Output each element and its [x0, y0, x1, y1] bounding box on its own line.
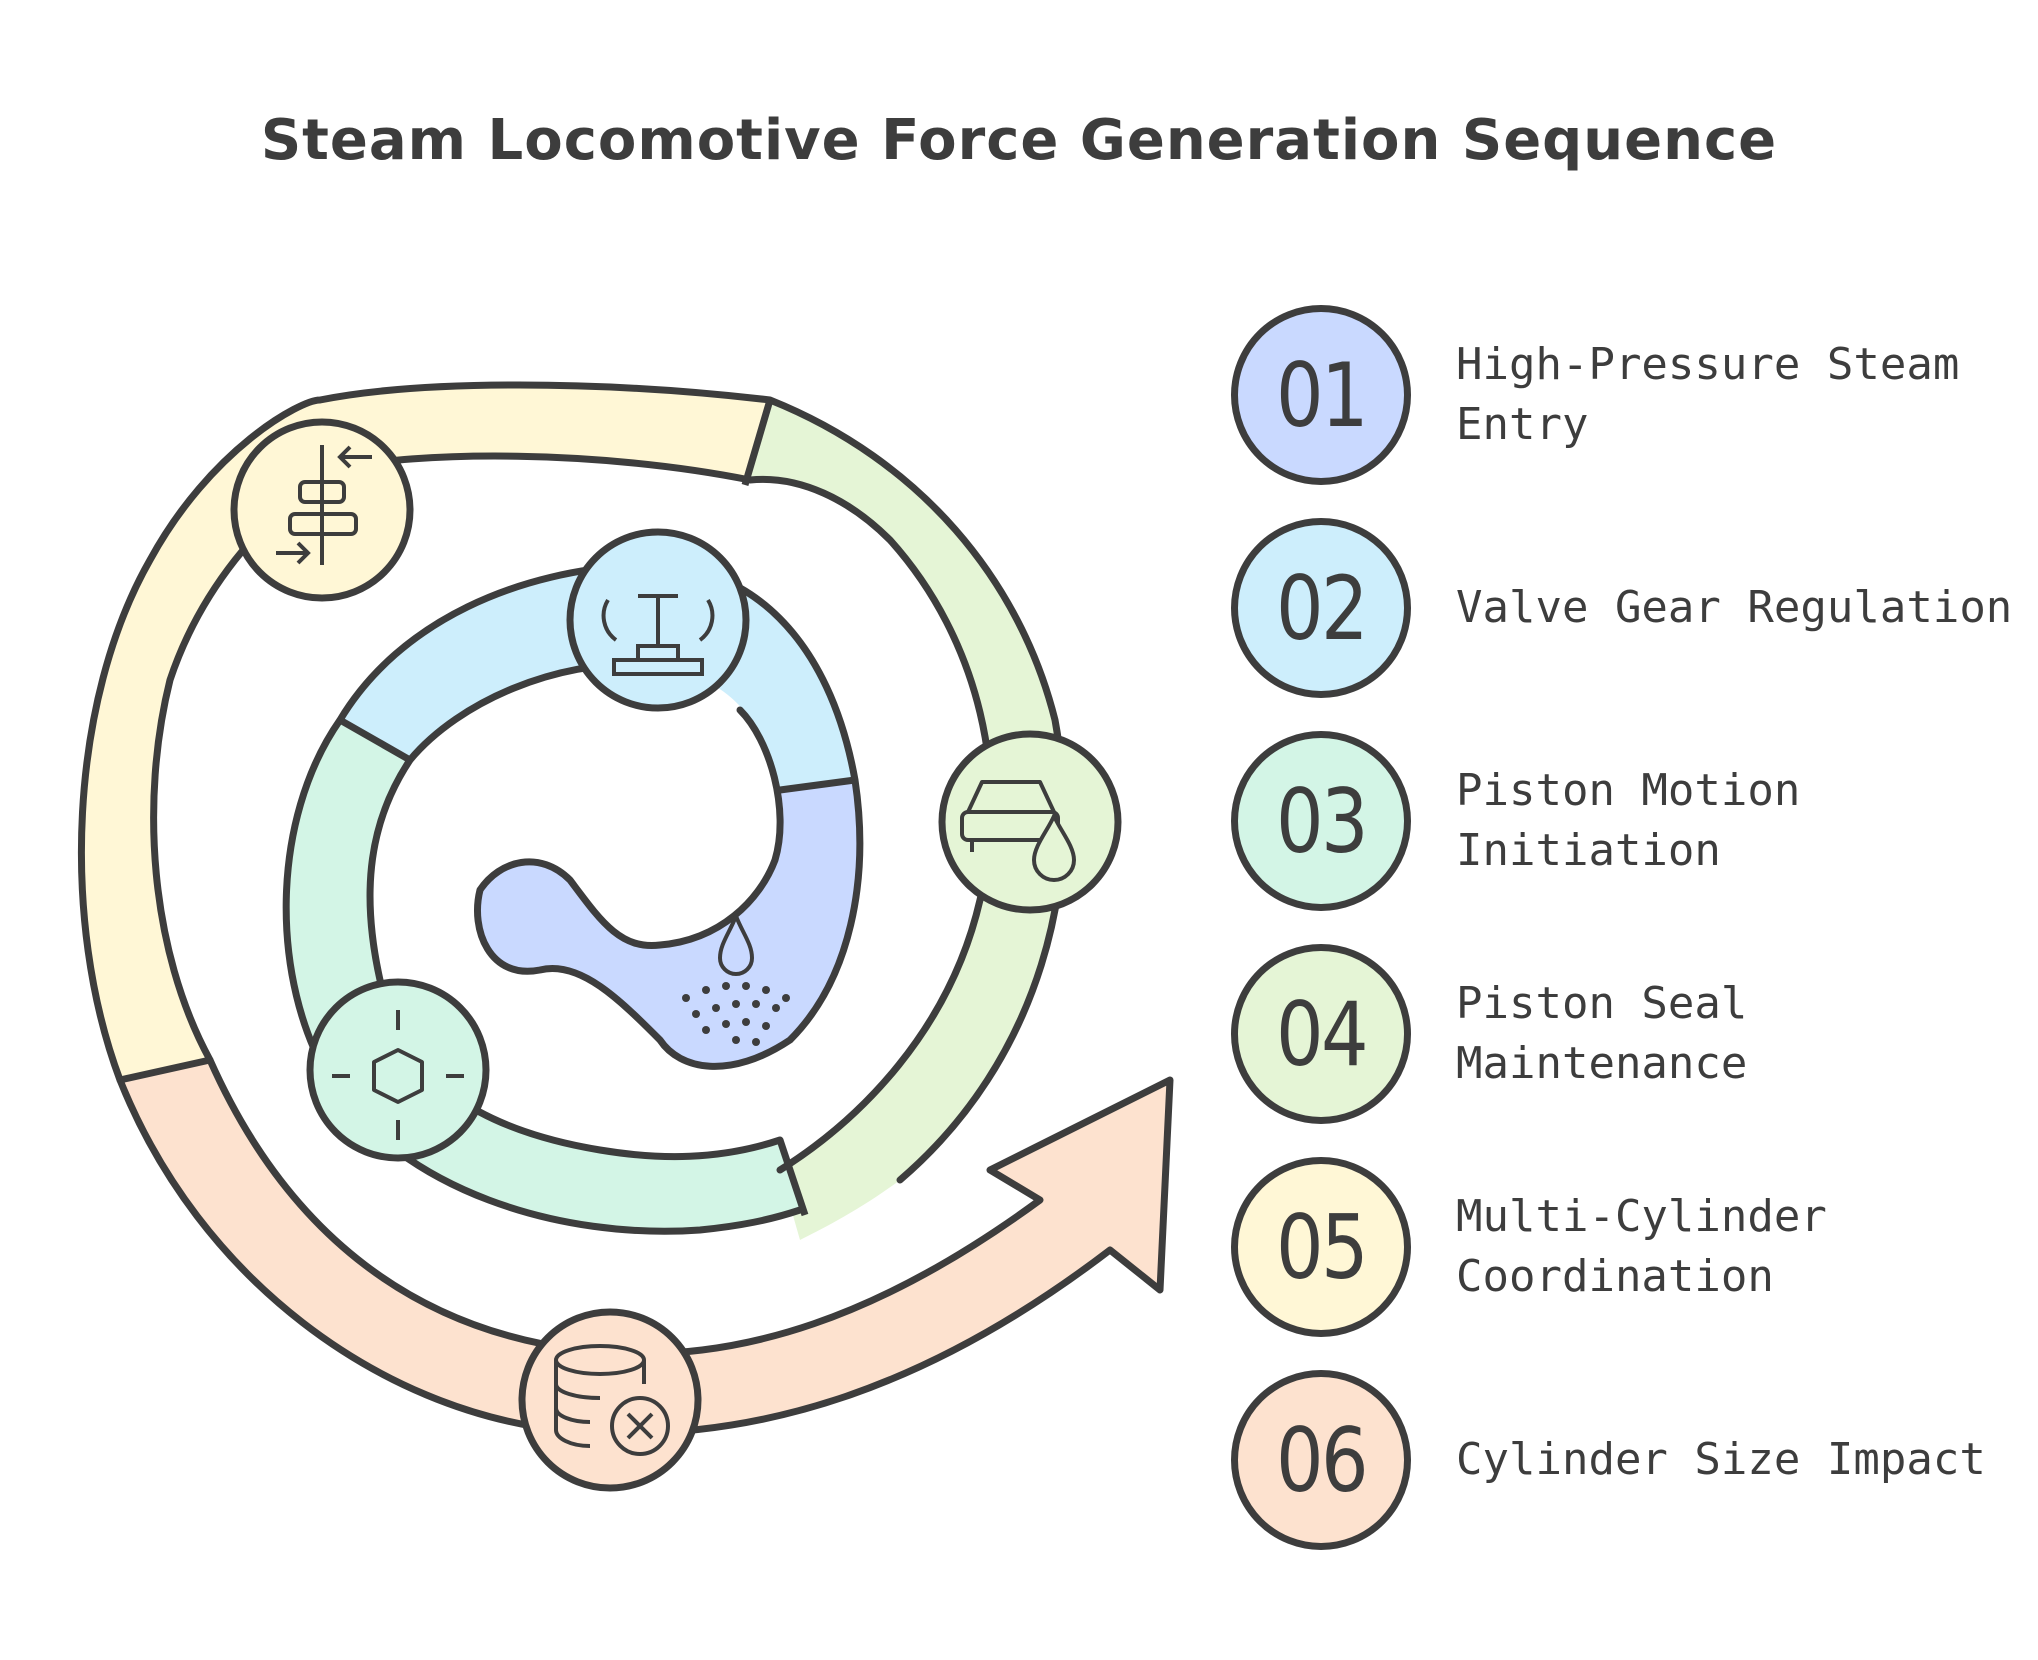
page-title: Steam Locomotive Force Generation Sequen…	[260, 108, 1778, 173]
divider-04-03	[776, 1138, 809, 1217]
divider-05-04	[741, 399, 774, 486]
step-label-03: Piston Motion Initiation	[1456, 765, 1801, 876]
step-label-02: Valve Gear Regulation	[1456, 582, 2013, 633]
spiral-outline-inner-b	[366, 661, 784, 1161]
step-item-03: 03 Piston Motion Initiation	[1230, 731, 2030, 921]
step-number-02: 02	[1275, 556, 1369, 660]
arrow-outline	[116, 1056, 1174, 1437]
step-label-06: Cylinder Size Impact	[1456, 1434, 1986, 1485]
spiral-segment-01	[477, 780, 860, 1067]
car-oil-drop-icon	[938, 730, 1122, 914]
step-item-04: 04 Piston Seal Maintenance	[1230, 944, 2030, 1134]
step-legend: 01 High-Pressure Steam Entry 02 Valve Ge…	[1230, 0, 2030, 1660]
step-number-06: 06	[1275, 1408, 1369, 1512]
divider-05-06	[119, 1056, 211, 1084]
step-item-02: 02 Valve Gear Regulation	[1230, 518, 2030, 708]
step-number-03: 03	[1275, 769, 1369, 873]
step-badge-04: 04	[1231, 944, 1411, 1124]
valve-gear-icon	[566, 528, 750, 712]
piston-motion-icon	[306, 978, 490, 1162]
step-badge-02: 02	[1231, 518, 1411, 698]
step-item-05: 05 Multi-Cylinder Coordination	[1230, 1157, 2030, 1347]
spiral-diagram	[77, 381, 1174, 1492]
step-label-04: Piston Seal Maintenance	[1456, 978, 1748, 1089]
spiral-segment-04	[750, 400, 1064, 1240]
spiral-outline-mid	[150, 452, 995, 1174]
step-label-01: High-Pressure Steam Entry	[1456, 339, 1960, 450]
step-badge-01: 01	[1231, 305, 1411, 485]
step-number-05: 05	[1275, 1195, 1369, 1299]
step-item-06: 06 Cylinder Size Impact	[1230, 1370, 2030, 1560]
steam-spray-icon	[682, 910, 790, 1046]
step-number-04: 04	[1275, 982, 1369, 1086]
spiral-segment-06	[120, 1060, 1170, 1434]
divider-02-03	[338, 716, 412, 764]
step-number-01: 01	[1275, 343, 1369, 447]
step-badge-03: 03	[1231, 731, 1411, 911]
step-badge-06: 06	[1231, 1370, 1411, 1550]
database-remove-icon	[518, 1308, 702, 1492]
step-label-05: Multi-Cylinder Coordination	[1456, 1191, 1827, 1302]
step-item-01: 01 High-Pressure Steam Entry	[1230, 305, 2030, 495]
step-badge-05: 05	[1231, 1157, 1411, 1337]
spiral-segment-05	[81, 385, 770, 1080]
divider-02-01	[779, 776, 856, 794]
align-cylinders-icon	[230, 418, 414, 602]
